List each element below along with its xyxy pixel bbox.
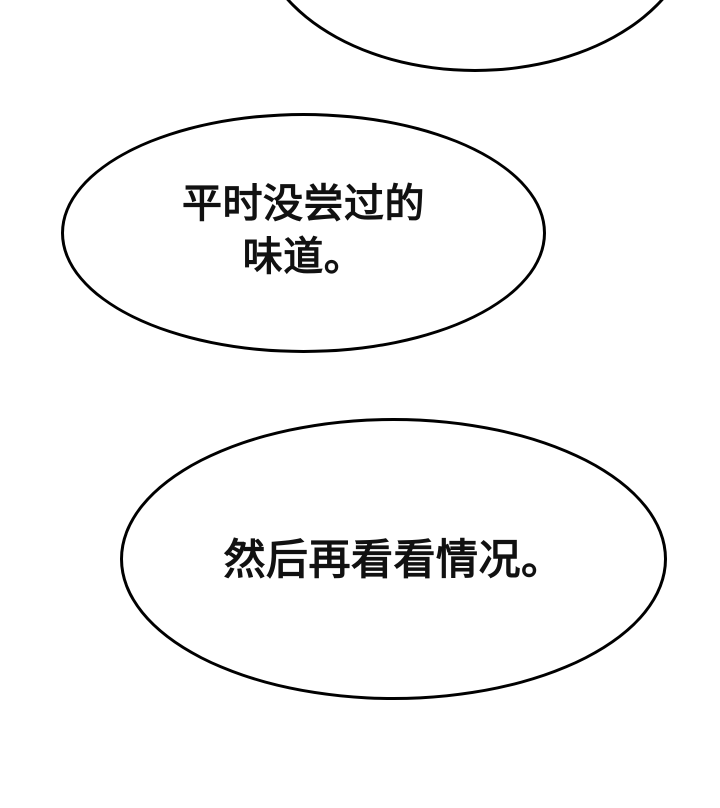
speech-bubble-flavor: 平时没尝过的 味道。 [61, 113, 546, 353]
speech-bubble-wait-and-see: 然后再看看情况。 [120, 418, 667, 700]
speech-bubble-flavor-text: 平时没尝过的 味道。 [182, 181, 425, 280]
speech-bubble-wait-and-see-text: 然后再看看情况。 [223, 535, 564, 584]
speech-bubble-top-cropped [255, 0, 695, 72]
